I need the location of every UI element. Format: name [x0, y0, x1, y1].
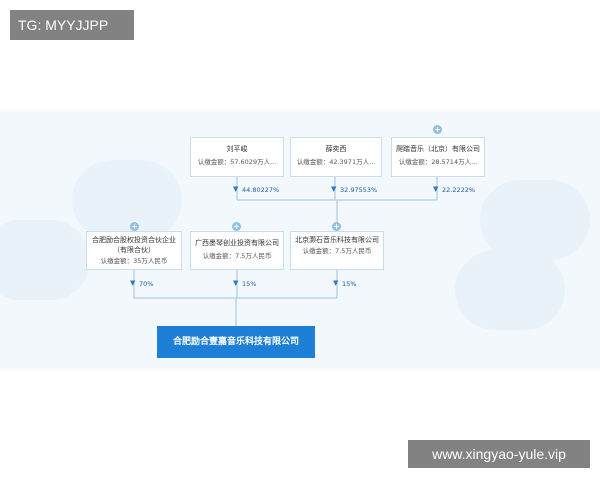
shareholder-amount: 认缴金额：42.3971万人...	[296, 158, 376, 166]
shareholder-name: 北京灏石音乐科技有限公司	[295, 236, 379, 244]
plus-circle-icon[interactable]: +	[232, 222, 241, 231]
shareholder-amount: 认缴金额：57.6029万人...	[197, 158, 277, 166]
shareholder-amount: 认缴金额：28.5714万人...	[398, 158, 478, 166]
shareholder-name: 广西墨琴创业投资有限公司	[195, 239, 279, 247]
shareholder-amount: 认缴金额：7.5万人民币	[202, 252, 272, 260]
plus-circle-icon[interactable]: +	[130, 222, 139, 231]
shareholder-node[interactable]: 广西墨琴创业投资有限公司 认缴金额：7.5万人民币	[190, 231, 284, 270]
target-company-node[interactable]: 合肥励合壹嘉音乐科技有限公司	[157, 326, 315, 358]
watermark-label: TG: MYYJJPP	[10, 10, 134, 40]
watermark-logo-shape	[455, 250, 565, 330]
watermark-logo-shape	[72, 160, 182, 240]
shareholder-name: 刘平峻	[226, 145, 248, 153]
shareholder-amount: 认缴金额：7.5万人民币	[302, 247, 372, 255]
shareholder-node[interactable]: 刘平峻 认缴金额：57.6029万人...	[190, 137, 284, 177]
ownership-percent: 15%	[242, 280, 257, 288]
shareholder-name: 合肥励合股权投资合伙企业（有限合伙）	[92, 236, 176, 254]
shareholder-name: 爬踏音乐（北京）有限公司	[396, 145, 480, 153]
ownership-percent: 15%	[342, 280, 357, 288]
watermark-logo-shape	[0, 220, 90, 300]
watermark-url: www.xingyao-yule.vip	[408, 440, 590, 468]
ownership-percent: 32.97553%	[340, 186, 378, 194]
shareholder-node[interactable]: 合肥励合股权投资合伙企业（有限合伙） 认缴金额：35万人民币	[86, 231, 182, 270]
shareholder-node[interactable]: 薛奕西 认缴金额：42.3971万人...	[290, 137, 382, 177]
ownership-percent: 22.2222%	[442, 186, 476, 194]
ownership-percent: 44.80227%	[242, 186, 280, 194]
shareholder-node[interactable]: 北京灏石音乐科技有限公司 认缴金额：7.5万人民币	[290, 231, 384, 270]
triangle-down-icon: ▼	[233, 185, 239, 193]
shareholder-node[interactable]: 爬踏音乐（北京）有限公司 认缴金额：28.5714万人...	[391, 137, 485, 177]
shareholder-name: 薛奕西	[325, 145, 347, 153]
triangle-down-icon: ▼	[233, 279, 239, 287]
triangle-down-icon: ▼	[331, 185, 337, 193]
watermark-logo-shape	[480, 180, 590, 260]
plus-circle-icon[interactable]: +	[433, 125, 442, 134]
shareholder-amount: 认缴金额：35万人民币	[100, 257, 168, 265]
triangle-down-icon: ▼	[130, 279, 136, 287]
ownership-percent: 70%	[139, 280, 154, 288]
triangle-down-icon: ▼	[333, 279, 339, 287]
plus-circle-icon[interactable]: +	[332, 222, 341, 231]
triangle-down-icon: ▼	[433, 185, 439, 193]
